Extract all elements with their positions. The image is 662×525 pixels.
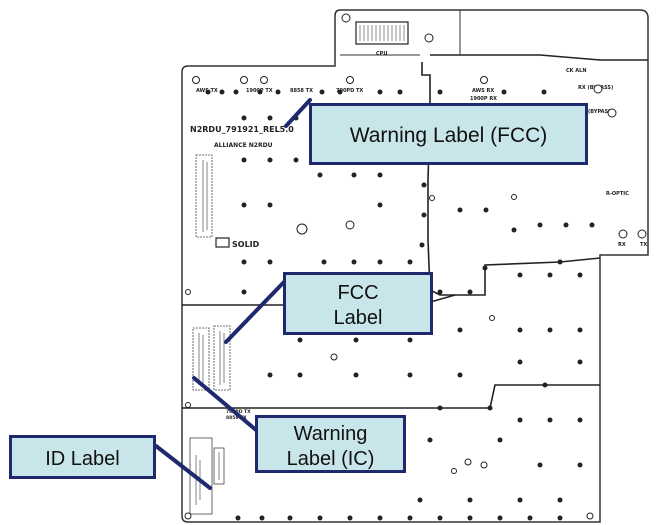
tx-700pd-small-label: 700PD TX [226,409,251,415]
rx-label: RX [618,242,626,248]
id-label-callout: ID Label [9,435,156,479]
rx-bypass-label-2: (BYPASS) [588,109,614,115]
tx-700pd-label: 700PD TX [336,88,363,94]
sticker-text-lines [195,160,225,505]
fcc-label-sticker-right [213,325,231,391]
warning-label-fcc-callout: Warning Label (FCC) [309,103,588,165]
solid-logo-box [215,237,230,248]
aws-rx-label: AWS RX [472,88,494,94]
solid-label: SOLID [232,240,260,249]
model-label: N2RDU_791921_REL5.0 [190,125,294,134]
fcc-label-callout: FCC Label [283,272,433,335]
cpu-connector [355,21,409,45]
warning-label-fcc-sticker [195,154,213,238]
tx-8858-label: 8858 TX [290,88,313,94]
id-label-text: ID Label [45,448,120,470]
r-optic-label: R-OPTIC [606,191,629,197]
leader-lines [154,98,312,490]
cpu-connector-pins [359,25,405,41]
warning-label-ic-line1: Warning [293,423,368,445]
fcc-label-sticker-left [192,327,210,391]
tx-label: TX [640,242,647,248]
warning-label-ic-line2: Label (IC) [286,448,375,470]
warning-label-ic-callout: Warning Label (IC) [255,415,406,473]
rx-1900p-label: 1900P RX [470,96,497,102]
fcc-label-line2: Label [333,307,383,329]
fcc-label-line1: FCC [337,282,379,304]
alliance-label: ALLIANCE N2RDU [214,142,273,149]
board-holes [184,13,647,520]
ck-aln-label: CK ALN [566,68,587,74]
id-label-sticker [189,437,213,515]
cpu-label: CPU [376,51,387,57]
warning-label-fcc-text: Warning Label (FCC) [349,124,548,147]
tx-8858-small-label: 8858 TX [226,415,247,421]
